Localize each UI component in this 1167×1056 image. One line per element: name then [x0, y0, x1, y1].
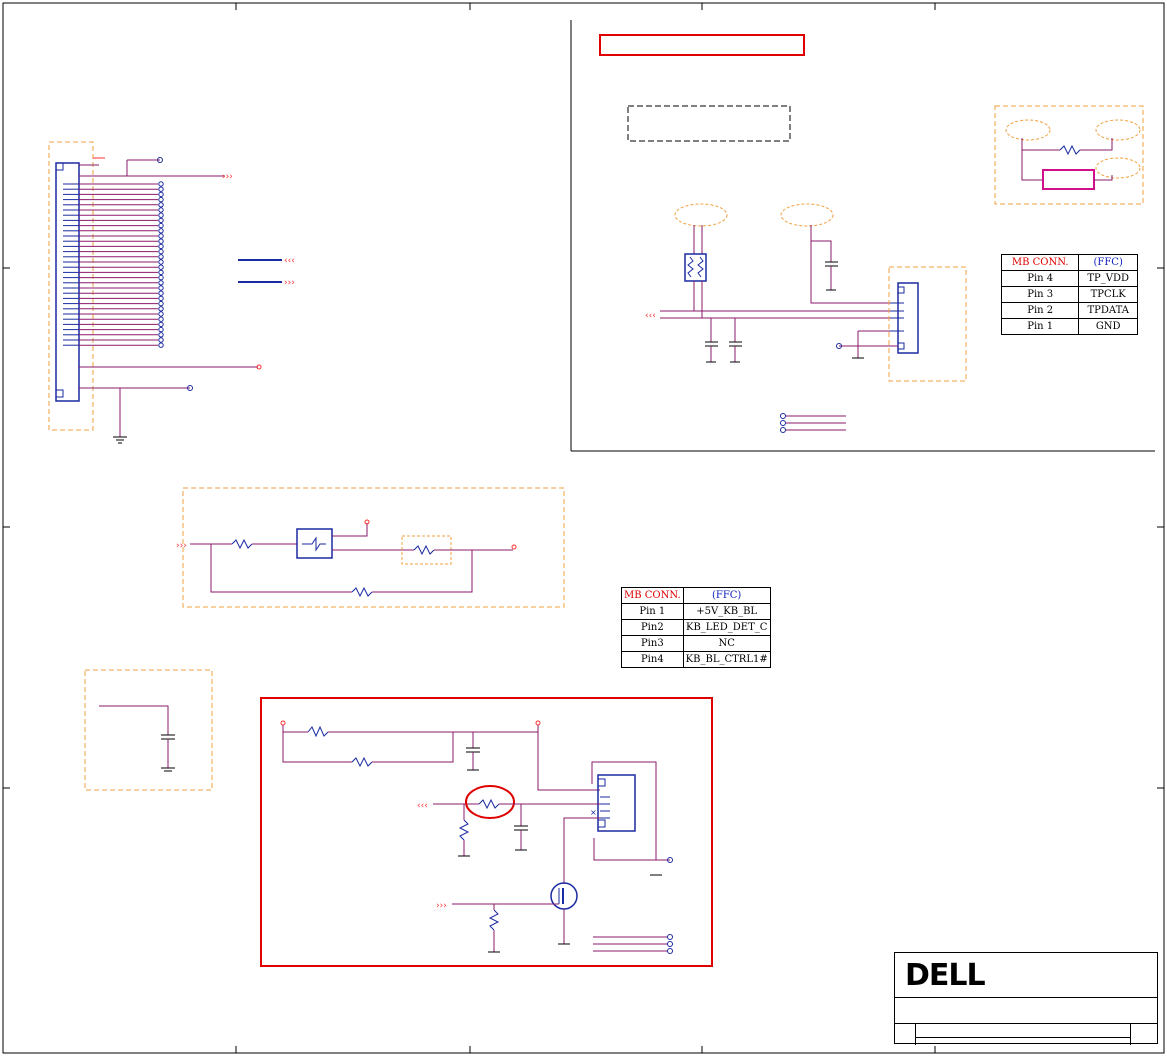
- table-row: Pin3 NC: [621, 635, 771, 652]
- kb-backlight-circuit: ‹‹‹ × ›››: [260, 697, 713, 967]
- test-point: [158, 186, 164, 192]
- title-block-cell: [895, 1023, 916, 1045]
- table-header: MB CONN. (FFC): [1000, 254, 1138, 271]
- test-point: [158, 295, 164, 302]
- test-point: [158, 181, 164, 187]
- test-point: [158, 274, 164, 281]
- test-point: [158, 321, 164, 328]
- header-mb-conn: MB CONN.: [621, 587, 684, 604]
- table-row: Pin 1 GND: [1000, 318, 1138, 335]
- test-point: [158, 238, 164, 244]
- svg-text:›››: ›››: [436, 901, 447, 911]
- table-row: Pin 4 TP_VDD: [1000, 270, 1138, 287]
- title-block-row: [895, 997, 1157, 1024]
- test-point: [158, 316, 164, 322]
- pin-cell: Pin 3: [1000, 286, 1080, 303]
- title-block: DELL: [894, 952, 1158, 1045]
- test-point: [158, 326, 164, 333]
- table-row: Pin4 KB_BL_CTRL1#: [621, 651, 771, 668]
- svg-text:›››: ›››: [176, 541, 187, 551]
- led-circuit-block: ›››: [176, 487, 565, 608]
- test-point: [158, 311, 164, 317]
- keyboard-pinout-table: MB CONN. (FFC) Pin 1 +5V_KB_BL Pin2 KB_L…: [621, 587, 771, 668]
- table-header: MB CONN. (FFC): [621, 587, 771, 604]
- test-point: [158, 280, 164, 286]
- pin-cell: Pin 1: [1000, 318, 1080, 335]
- title-block-divider: [915, 1037, 1131, 1038]
- keyboard-connector-block: ››› ‹‹‹ ›››: [48, 141, 295, 444]
- test-point: [158, 264, 164, 270]
- test-point: [158, 248, 164, 255]
- test-point: [158, 290, 164, 296]
- test-point: [158, 342, 164, 348]
- svg-text:›››: ›››: [222, 172, 233, 182]
- svg-text:‹‹‹: ‹‹‹: [645, 311, 656, 321]
- test-point: [158, 254, 164, 260]
- test-point: [158, 337, 164, 343]
- test-point: [158, 259, 164, 265]
- pin-cell: Pin 4: [1000, 270, 1080, 287]
- header-mb-conn: MB CONN.: [1000, 254, 1080, 271]
- pin-cell: Pin 1: [621, 603, 684, 620]
- signal-cell: GND: [1078, 318, 1138, 335]
- signal-cell: TPCLK: [1078, 286, 1138, 303]
- table-row: Pin 3 TPCLK: [1000, 286, 1138, 303]
- signal-cell: NC: [682, 635, 771, 652]
- capacitor-block: [84, 669, 213, 791]
- svg-text:›››: ›››: [284, 278, 295, 288]
- test-point: [158, 202, 164, 208]
- svg-text:‹‹‹: ‹‹‹: [284, 256, 295, 266]
- svg-text:‹‹‹: ‹‹‹: [417, 801, 428, 811]
- svg-text:×: ×: [590, 808, 597, 817]
- test-point: [158, 222, 164, 229]
- table-row: Pin2 KB_LED_DET_C: [621, 619, 771, 636]
- table-row: Pin 2 TPDATA: [1000, 302, 1138, 319]
- pin-cell: Pin4: [621, 651, 684, 668]
- signal-cell: +5V_KB_BL: [682, 603, 771, 620]
- test-point: [158, 228, 164, 234]
- test-point: [158, 212, 164, 218]
- table-row: Pin 1 +5V_KB_BL: [621, 603, 771, 620]
- test-point: [158, 196, 164, 203]
- test-point: [158, 191, 164, 198]
- signal-cell: KB_BL_CTRL1#: [682, 651, 771, 668]
- test-point: [158, 207, 164, 213]
- test-point: [158, 285, 164, 291]
- test-point: [158, 217, 164, 224]
- test-point: [158, 269, 164, 276]
- pin-cell: Pin 2: [1000, 302, 1080, 319]
- signal-cell: KB_LED_DET_C: [682, 619, 771, 636]
- pin-cell: Pin3: [621, 635, 684, 652]
- title-block-cell: [1130, 1023, 1157, 1045]
- touchpad-region: ‹‹‹: [570, 20, 1155, 452]
- signal-cell: TP_VDD: [1078, 270, 1138, 287]
- pin-cell: Pin2: [621, 619, 684, 636]
- test-point: [158, 300, 164, 307]
- signal-cell: TPDATA: [1078, 302, 1138, 319]
- test-point: [158, 306, 164, 312]
- test-point: [158, 243, 164, 250]
- header-ffc: (FFC): [1078, 254, 1138, 271]
- touchpad-pinout-table: MB CONN. (FFC) Pin 4 TP_VDD Pin 3 TPCLK …: [1000, 254, 1138, 335]
- title-block-logo-row: DELL: [895, 953, 1157, 998]
- header-ffc: (FFC): [682, 587, 771, 604]
- test-point: [158, 332, 164, 338]
- dell-logo: DELL: [905, 958, 986, 993]
- test-point: [158, 233, 164, 239]
